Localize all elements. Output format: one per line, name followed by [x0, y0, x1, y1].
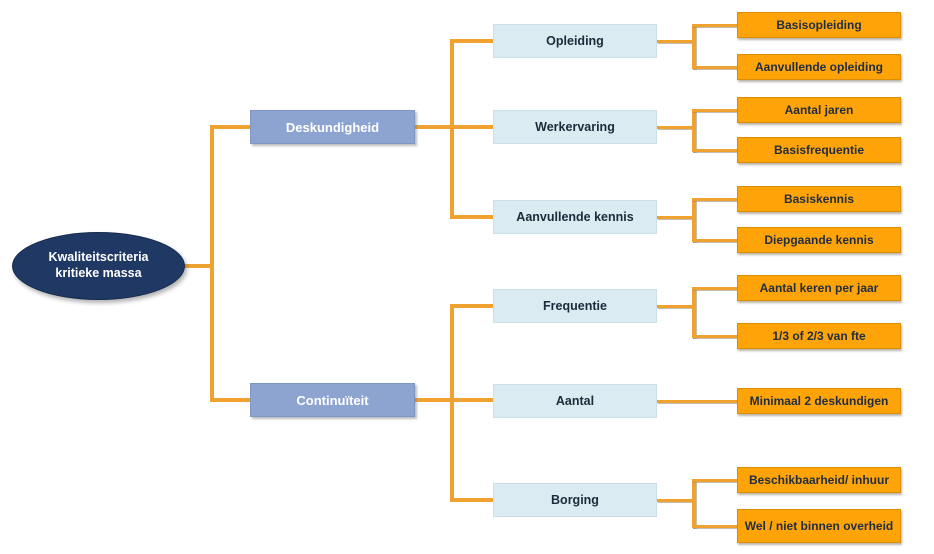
connector	[692, 66, 737, 69]
connector	[450, 125, 493, 129]
node-basiskennis: Basiskennis	[737, 186, 901, 212]
connector	[692, 287, 696, 338]
connector	[657, 305, 695, 308]
connector	[692, 149, 737, 152]
node-beschikbaarheid-inhuur: Beschikbaarheid/ inhuur	[737, 467, 901, 493]
node-aantal: Aantal	[493, 384, 657, 418]
connector	[692, 287, 737, 290]
connector	[415, 125, 454, 129]
connector	[210, 125, 214, 402]
connector	[450, 39, 493, 43]
connector	[210, 125, 250, 129]
connector	[450, 304, 493, 308]
connector	[692, 479, 696, 528]
connector	[692, 198, 737, 201]
connector	[692, 109, 737, 112]
connector	[450, 39, 454, 219]
node-aanvullende-kennis: Aanvullende kennis	[493, 200, 657, 234]
node-deskundigheid: Deskundigheid	[250, 110, 415, 144]
connector	[415, 398, 454, 402]
node-root: Kwaliteitscriteria kritieke massa	[12, 232, 185, 300]
node-aantal-jaren: Aantal jaren	[737, 97, 901, 123]
connector	[692, 525, 737, 528]
node-aanvullende-opleiding: Aanvullende opleiding	[737, 54, 901, 80]
connector	[210, 398, 250, 402]
connector	[450, 398, 493, 402]
connector	[692, 239, 737, 242]
node-fte: 1/3 of 2/3 van fte	[737, 323, 901, 349]
connector	[450, 215, 493, 219]
node-wel-niet-binnen-overheid: Wel / niet binnen overheid	[737, 509, 901, 543]
node-continuiteit: Continuïteit	[250, 383, 415, 417]
node-borging: Borging	[493, 483, 657, 517]
node-werkervaring: Werkervaring	[493, 110, 657, 144]
node-basisopleiding: Basisopleiding	[737, 12, 901, 38]
connector	[450, 304, 454, 502]
connector	[657, 216, 695, 219]
connector	[657, 126, 695, 129]
connector	[657, 499, 695, 502]
connector	[692, 198, 696, 242]
connector	[692, 24, 737, 27]
node-diepgaande-kennis: Diepgaande kennis	[737, 227, 901, 253]
connector	[692, 109, 696, 152]
connector	[657, 400, 737, 403]
node-opleiding: Opleiding	[493, 24, 657, 58]
connector	[692, 24, 696, 69]
connector	[692, 335, 737, 338]
connector	[183, 264, 214, 268]
node-frequentie: Frequentie	[493, 289, 657, 323]
connector	[657, 40, 695, 43]
node-basisfrequentie: Basisfrequentie	[737, 137, 901, 163]
node-aantal-keren-per-jaar: Aantal keren per jaar	[737, 275, 901, 301]
connector	[450, 498, 493, 502]
node-minimaal-2-deskundigen: Minimaal 2 deskundigen	[737, 388, 901, 414]
connector	[692, 479, 737, 482]
